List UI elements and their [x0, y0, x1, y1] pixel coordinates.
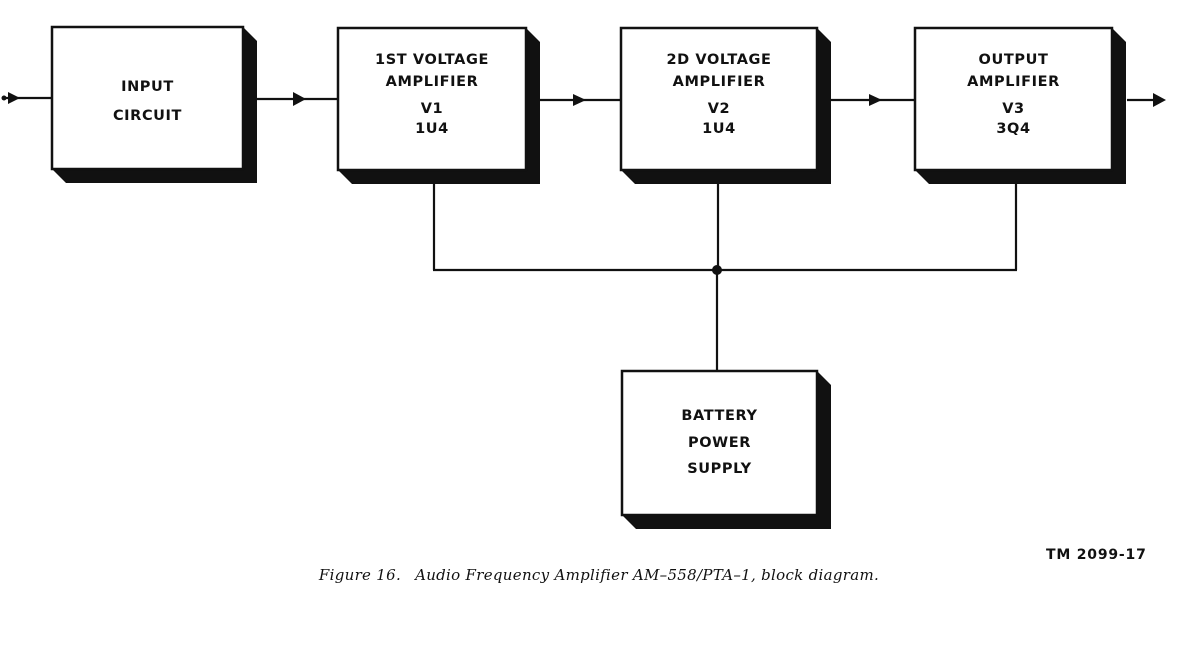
- block-label-line: INPUT: [121, 79, 174, 95]
- arrow-icon-input: [8, 92, 20, 104]
- block-input-circuit: INPUT CIRCUIT: [50, 25, 257, 183]
- block-face: [619, 26, 819, 172]
- block-label-line: 3Q4: [996, 121, 1030, 137]
- junction-dot: [712, 265, 722, 275]
- block-face: [620, 369, 819, 517]
- block-label-line: 2D VOLTAGE: [666, 52, 771, 68]
- block-label-line: AMPLIFIER: [967, 74, 1060, 90]
- block-label-line: V1: [421, 101, 444, 117]
- block-label-line: 1U4: [702, 121, 736, 137]
- block-label-line: POWER: [688, 435, 751, 451]
- block-label-line: OUTPUT: [979, 52, 1049, 68]
- block-label-line: 1ST VOLTAGE: [375, 52, 489, 68]
- arrow-icon-v1-to-v2: [573, 94, 586, 106]
- block-label-line: BATTERY: [681, 408, 757, 424]
- block-label-line: AMPLIFIER: [673, 74, 766, 90]
- block-face: [50, 25, 245, 171]
- block-label-line: V2: [708, 101, 731, 117]
- input-terminal-dot: [1, 95, 7, 101]
- block-label-line: 1U4: [415, 121, 449, 137]
- arrow-icon-v2-to-v3: [869, 94, 882, 106]
- block-face: [913, 26, 1114, 172]
- figure-caption-text: Audio Frequency Amplifier AM–558/PTA–1, …: [415, 566, 880, 584]
- block-output-amplifier: OUTPUT AMPLIFIER V3 3Q4: [913, 26, 1126, 184]
- figure-caption: Figure 16. Audio Frequency Amplifier AM–5…: [0, 566, 1198, 584]
- arrow-icon-output: [1153, 93, 1166, 107]
- block-battery-power-supply: BATTERY POWER SUPPLY: [620, 369, 831, 529]
- block-label-line: CIRCUIT: [113, 108, 182, 124]
- block-label-line: V3: [1002, 101, 1025, 117]
- arrow-icon-input-to-v1: [293, 92, 306, 106]
- block-second-voltage-amplifier: 2D VOLTAGE AMPLIFIER V2 1U4: [619, 26, 831, 184]
- figure-label: Figure 16.: [318, 566, 402, 584]
- block-label-line: AMPLIFIER: [386, 74, 479, 90]
- block-first-voltage-amplifier: 1ST VOLTAGE AMPLIFIER V1 1U4: [336, 26, 540, 184]
- reference-code: TM 2099-17: [1046, 547, 1147, 563]
- block-face: [336, 26, 528, 172]
- block-label-line: SUPPLY: [687, 461, 752, 477]
